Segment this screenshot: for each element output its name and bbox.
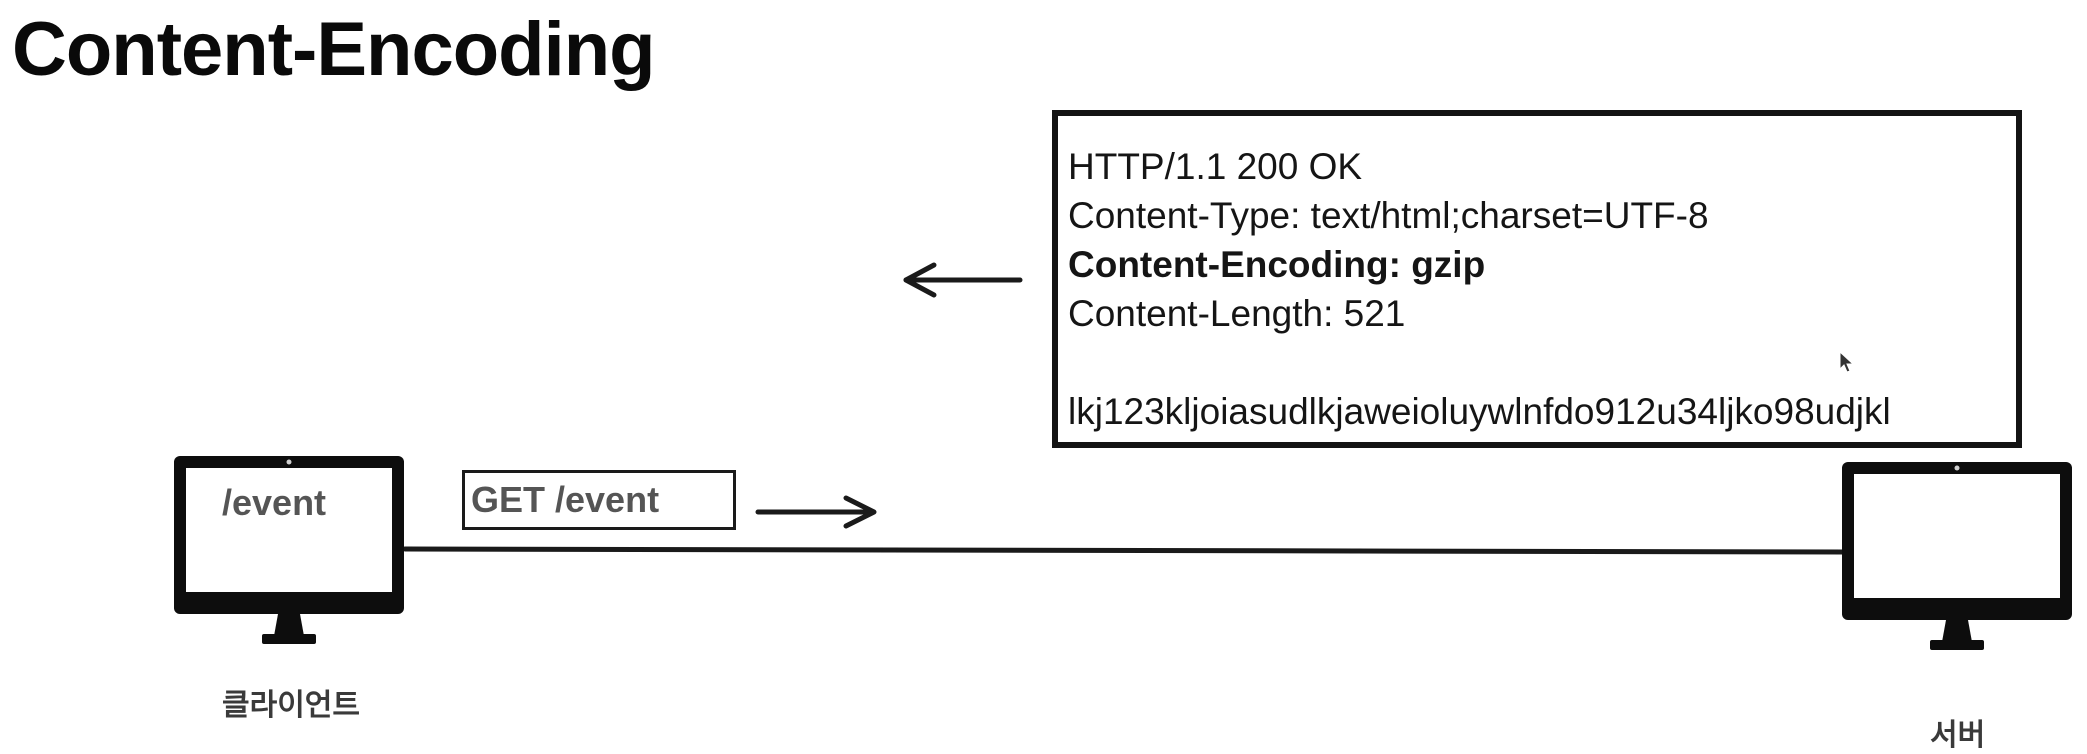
- client-caption: 클라이언트: [222, 689, 360, 722]
- response-arrow: [903, 262, 1023, 298]
- request-arrow: [755, 495, 877, 529]
- mouse-cursor-icon: [1839, 350, 1855, 373]
- client-screen-text: /event: [222, 482, 327, 523]
- connection-line: [402, 546, 1848, 555]
- response-content-encoding-header: Content-Encoding: gzip: [1068, 244, 1486, 285]
- response-blank-line: [1068, 338, 2016, 387]
- client-monitor-icon: [174, 456, 404, 644]
- server-monitor-icon: [1842, 462, 2072, 650]
- response-body: lkj123kljoiasudlkjaweioluywlnfdo912u34lj…: [1068, 391, 1891, 432]
- server-caption: 서버: [1930, 719, 1986, 752]
- request-message-box: GET /event: [462, 470, 736, 530]
- page-title: Content-Encoding: [12, 7, 656, 92]
- response-content-length-header: Content-Length: 521: [1068, 293, 1406, 334]
- response-content-type-header: Content-Type: text/html;charset=UTF-8: [1068, 195, 1709, 236]
- response-status-line: HTTP/1.1 200 OK: [1068, 146, 1363, 187]
- response-message-box: HTTP/1.1 200 OK Content-Type: text/html;…: [1052, 110, 2022, 448]
